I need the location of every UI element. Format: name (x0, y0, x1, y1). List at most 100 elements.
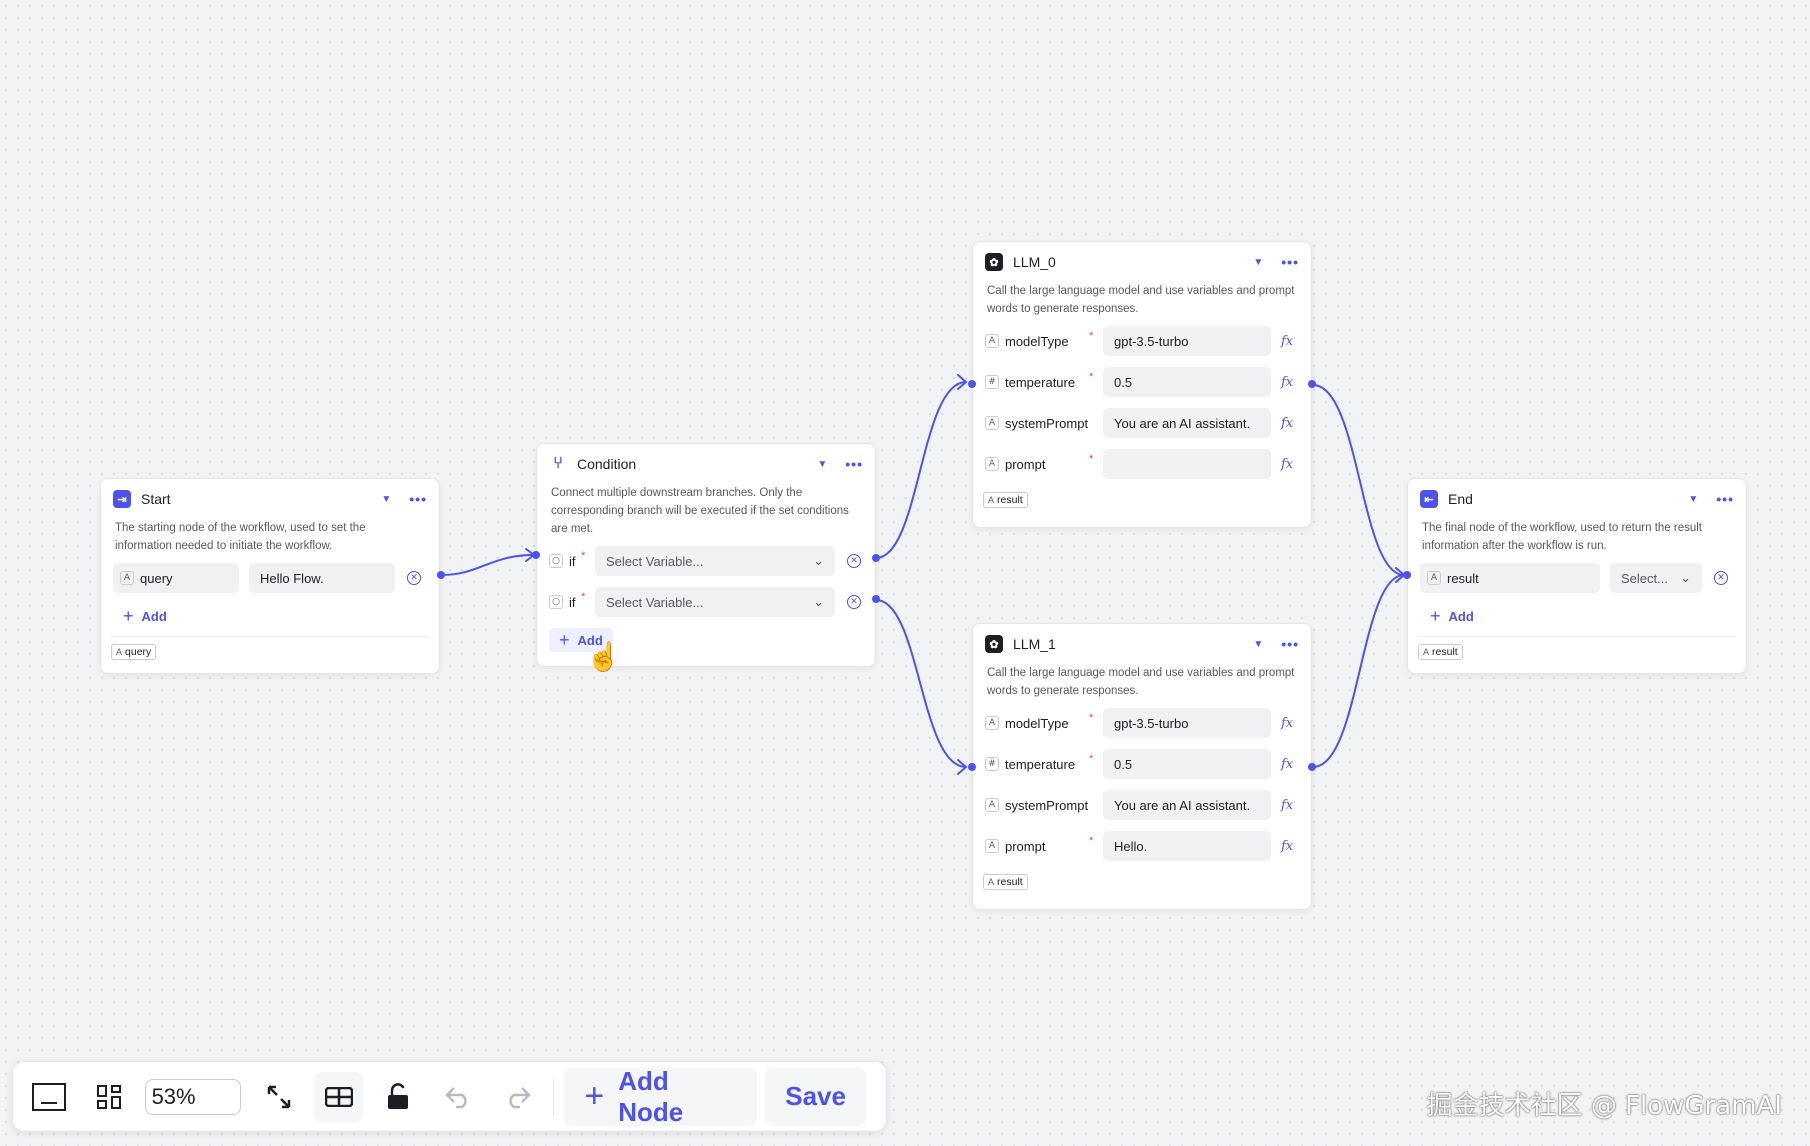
output-name: result (1432, 646, 1458, 658)
expression-icon[interactable]: fx (1281, 415, 1294, 431)
edge-start-condition[interactable] (440, 554, 535, 576)
edge-llm0-end[interactable] (1312, 384, 1405, 576)
edge-condition-llm0[interactable] (875, 381, 967, 559)
expression-icon[interactable]: fx (1281, 797, 1294, 813)
field-value-input[interactable]: You are an AI assistant. (1103, 790, 1271, 820)
select-variable-dropdown[interactable]: Select Variable... ⌄ (595, 587, 835, 617)
variable-key-field[interactable]: A query (113, 563, 239, 593)
field-row: A modelType * gpt-3.5-turbo fx (985, 326, 1299, 356)
expression-icon[interactable]: fx (1281, 715, 1294, 731)
remove-variable-icon[interactable]: ✕ (407, 571, 421, 585)
zoom-level-input[interactable]: 53% (144, 1078, 241, 1115)
add-variable-button[interactable]: + Add (123, 604, 167, 628)
redo-icon (509, 1086, 531, 1108)
field-value-input[interactable]: 0.5 (1103, 367, 1271, 397)
condition-input-port[interactable] (532, 551, 540, 559)
add-variable-button[interactable]: + Add (1430, 604, 1474, 628)
remove-condition-icon[interactable]: ✕ (847, 595, 861, 609)
expression-icon[interactable]: fx (1281, 838, 1294, 854)
collapse-caret-icon[interactable]: ▼ (381, 493, 392, 505)
add-node-button[interactable]: + Add Node (564, 1066, 758, 1127)
condition-type-icon: ○ (549, 554, 563, 568)
remove-condition-icon[interactable]: ✕ (847, 554, 861, 568)
llm0-node-header[interactable]: ✿ LLM_0 ▼ ••• (973, 242, 1311, 282)
llm1-node[interactable]: ✿ LLM_1 ▼ ••• Call the large language mo… (972, 623, 1312, 910)
expression-icon[interactable]: fx (1281, 756, 1294, 772)
auto-layout-button[interactable] (85, 1072, 134, 1122)
llm0-output-port[interactable] (1308, 380, 1316, 388)
field-value-input[interactable] (1103, 449, 1271, 479)
minimap-toggle-button[interactable] (25, 1072, 74, 1122)
add-label: Add (1448, 608, 1474, 624)
condition-output-port-1[interactable] (872, 554, 880, 562)
expression-icon[interactable]: fx (1281, 456, 1294, 472)
variable-key-field[interactable]: A result (1420, 563, 1600, 593)
save-button[interactable]: Save (765, 1067, 866, 1126)
expression-icon[interactable]: fx (1281, 333, 1294, 349)
start-node[interactable]: ⇥ Start ▼ ••• The starting node of the w… (100, 478, 440, 674)
llm1-input-port[interactable] (968, 763, 976, 771)
string-type-icon: A (988, 877, 995, 887)
select-value-dropdown[interactable]: Select... ⌄ (1610, 563, 1702, 593)
interaction-mode-button[interactable] (314, 1071, 364, 1122)
remove-variable-icon[interactable]: ✕ (1714, 571, 1728, 585)
chevron-down-icon: ⌄ (813, 553, 824, 568)
select-variable-dropdown[interactable]: Select Variable... ⌄ (595, 546, 835, 576)
llm-icon: ✿ (985, 253, 1003, 271)
start-output-port[interactable] (437, 571, 445, 579)
collapse-caret-icon[interactable]: ▼ (1253, 256, 1264, 268)
required-marker: * (1089, 835, 1094, 847)
if-label: if (569, 594, 576, 610)
end-input-port[interactable] (1403, 571, 1411, 579)
toolbar-divider (553, 1078, 555, 1115)
more-options-icon[interactable]: ••• (409, 491, 427, 507)
start-node-header[interactable]: ⇥ Start ▼ ••• (101, 479, 439, 519)
save-label: Save (785, 1081, 846, 1111)
undo-button[interactable] (434, 1072, 483, 1122)
field-value-input[interactable]: Hello. (1103, 831, 1271, 861)
edge-llm1-end[interactable] (1312, 574, 1405, 768)
field-value-input[interactable]: You are an AI assistant. (1103, 408, 1271, 438)
condition-node[interactable]: ⑂ Condition ▼ ••• Connect multiple downs… (536, 443, 876, 667)
llm1-output-port[interactable] (1308, 763, 1316, 771)
fit-view-button[interactable] (255, 1072, 304, 1122)
more-options-icon[interactable]: ••• (1281, 636, 1299, 652)
field-key: systemPrompt (1005, 797, 1089, 813)
more-options-icon[interactable]: ••• (845, 456, 863, 472)
end-node-header[interactable]: ⇤ End ▼ ••• (1408, 479, 1746, 519)
node-description: Connect multiple downstream branches. On… (551, 487, 849, 535)
redo-button[interactable] (494, 1072, 543, 1122)
more-options-icon[interactable]: ••• (1716, 491, 1734, 507)
variable-value-field[interactable]: Hello Flow. (249, 563, 395, 593)
minimap-icon (32, 1082, 67, 1111)
more-options-icon[interactable]: ••• (1281, 254, 1299, 270)
llm0-input-port[interactable] (968, 380, 976, 388)
lock-canvas-button[interactable] (374, 1072, 423, 1122)
llm0-node[interactable]: ✿ LLM_0 ▼ ••• Call the large language mo… (972, 241, 1312, 528)
string-type-icon: A (985, 457, 999, 471)
end-node[interactable]: ⇤ End ▼ ••• The final node of the workfl… (1407, 478, 1747, 674)
add-condition-button[interactable]: + Add (549, 628, 613, 652)
string-type-icon: A (985, 334, 999, 348)
edge-condition-llm1[interactable] (875, 599, 967, 768)
field-key: modelType (1005, 715, 1069, 731)
collapse-caret-icon[interactable]: ▼ (817, 458, 828, 470)
collapse-caret-icon[interactable]: ▼ (1253, 638, 1264, 650)
field-value-input[interactable]: gpt-3.5-turbo (1103, 708, 1271, 738)
expression-icon[interactable]: fx (1281, 374, 1294, 390)
node-description: Call the large language model and use va… (987, 285, 1295, 315)
variable-value: Hello Flow. (260, 570, 324, 586)
condition-output-port-2[interactable] (872, 595, 880, 603)
field-value-input[interactable]: gpt-3.5-turbo (1103, 326, 1271, 356)
condition-node-header[interactable]: ⑂ Condition ▼ ••• (537, 444, 875, 484)
field-value-input[interactable]: 0.5 (1103, 749, 1271, 779)
llm1-node-header[interactable]: ✿ LLM_1 ▼ ••• (973, 624, 1311, 664)
field-row: # temperature * 0.5 fx (985, 367, 1299, 397)
required-marker: * (1089, 453, 1094, 465)
collapse-caret-icon[interactable]: ▼ (1688, 493, 1699, 505)
field-key: prompt (1005, 456, 1046, 472)
select-placeholder: Select Variable... (606, 553, 704, 569)
llm-icon: ✿ (985, 635, 1003, 653)
